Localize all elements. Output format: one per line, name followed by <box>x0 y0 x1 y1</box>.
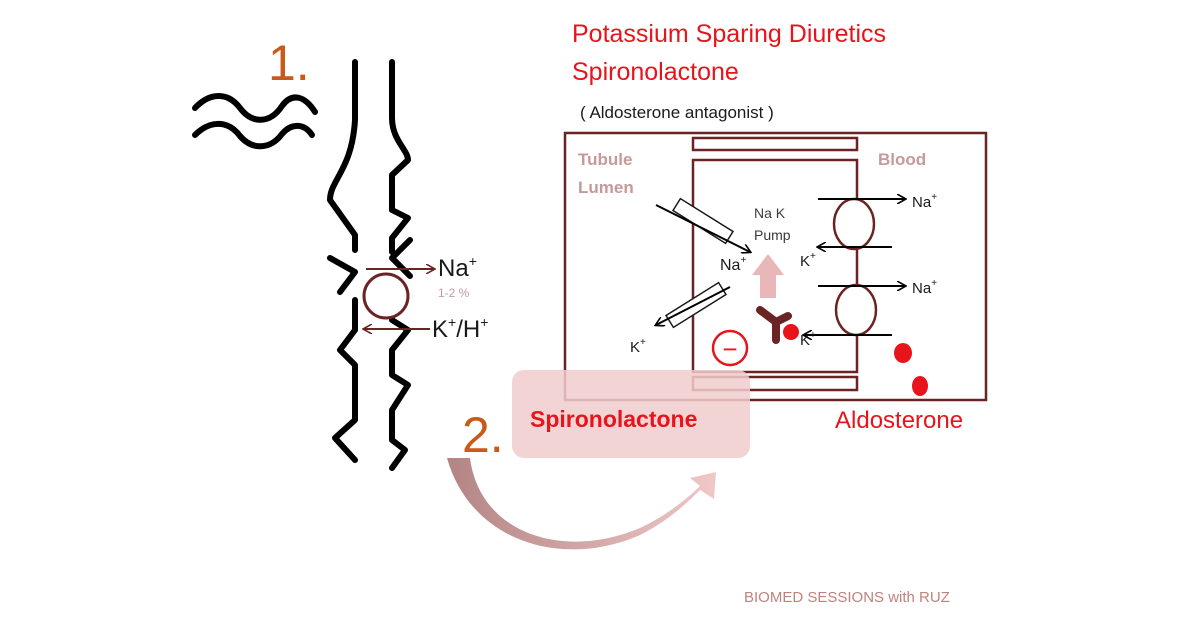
na-k-pump-upper <box>818 199 905 249</box>
wavy-line-upper <box>192 93 318 123</box>
na-k-pump-label: Na K Pump <box>754 205 791 243</box>
cell-body <box>691 158 859 374</box>
k-lumen-label: K+ <box>630 337 646 356</box>
aldosterone-receptor <box>756 306 792 344</box>
tubule-wall-left-bottom <box>327 255 358 295</box>
tubule-wall-left-lower <box>332 297 358 463</box>
na-blood-bottom-label: Na+ <box>912 278 937 297</box>
tubule-wall-right-upper <box>389 59 411 255</box>
transporter-circle <box>362 272 410 320</box>
tight-junction-top <box>691 136 859 152</box>
footer-credit: BIOMED SESSIONS with RUZ <box>744 589 950 606</box>
aldosterone-bound-dot <box>783 324 799 340</box>
blood-label: Blood <box>878 150 926 169</box>
step-1-label: 1. <box>268 35 310 91</box>
pump-upregulation-arrow <box>752 254 784 298</box>
aldosterone-dot <box>912 376 928 396</box>
title-line-2: Spironolactone <box>572 58 739 86</box>
na-label-left: Na+ <box>438 253 477 282</box>
inhibition-symbol: − <box>722 334 737 364</box>
tubule-wall-left-upper <box>327 59 358 253</box>
curved-arrow <box>447 458 716 550</box>
tubule-wall-right-lower <box>389 295 411 471</box>
step-2-label: 2. <box>462 407 504 463</box>
inhibition-circle <box>711 329 749 367</box>
k-pump-label: K+ <box>800 251 816 270</box>
apical-k-channel <box>656 281 731 329</box>
drug-box <box>512 370 750 458</box>
k-receptor-label: K+ <box>800 330 816 349</box>
na-inside-label: Na+ <box>720 255 746 274</box>
aldosterone-dot <box>894 343 912 363</box>
nephron-tubule: Na+ 1-2 % K+/H+ <box>192 59 488 471</box>
drug-box-label: Spironolactone <box>530 406 697 432</box>
percent-label: 1-2 % <box>438 286 470 300</box>
apical-na-channel <box>655 197 750 252</box>
na-k-pump-lower <box>804 285 905 335</box>
k-h-label: K+/H+ <box>432 314 488 343</box>
title-line-1: Potassium Sparing Diuretics <box>572 20 886 48</box>
cell-diagram: Tubule Lumen Blood Na+ K+ Na K Pump <box>563 131 988 402</box>
wavy-line-lower <box>192 120 315 150</box>
outer-box <box>563 131 988 402</box>
subtitle: ( Aldosterone antagonist ) <box>580 103 774 122</box>
na-blood-top-label: Na+ <box>912 192 937 211</box>
tubule-lumen-label: Tubule Lumen <box>578 150 637 197</box>
aldosterone-label: Aldosterone <box>835 407 963 434</box>
